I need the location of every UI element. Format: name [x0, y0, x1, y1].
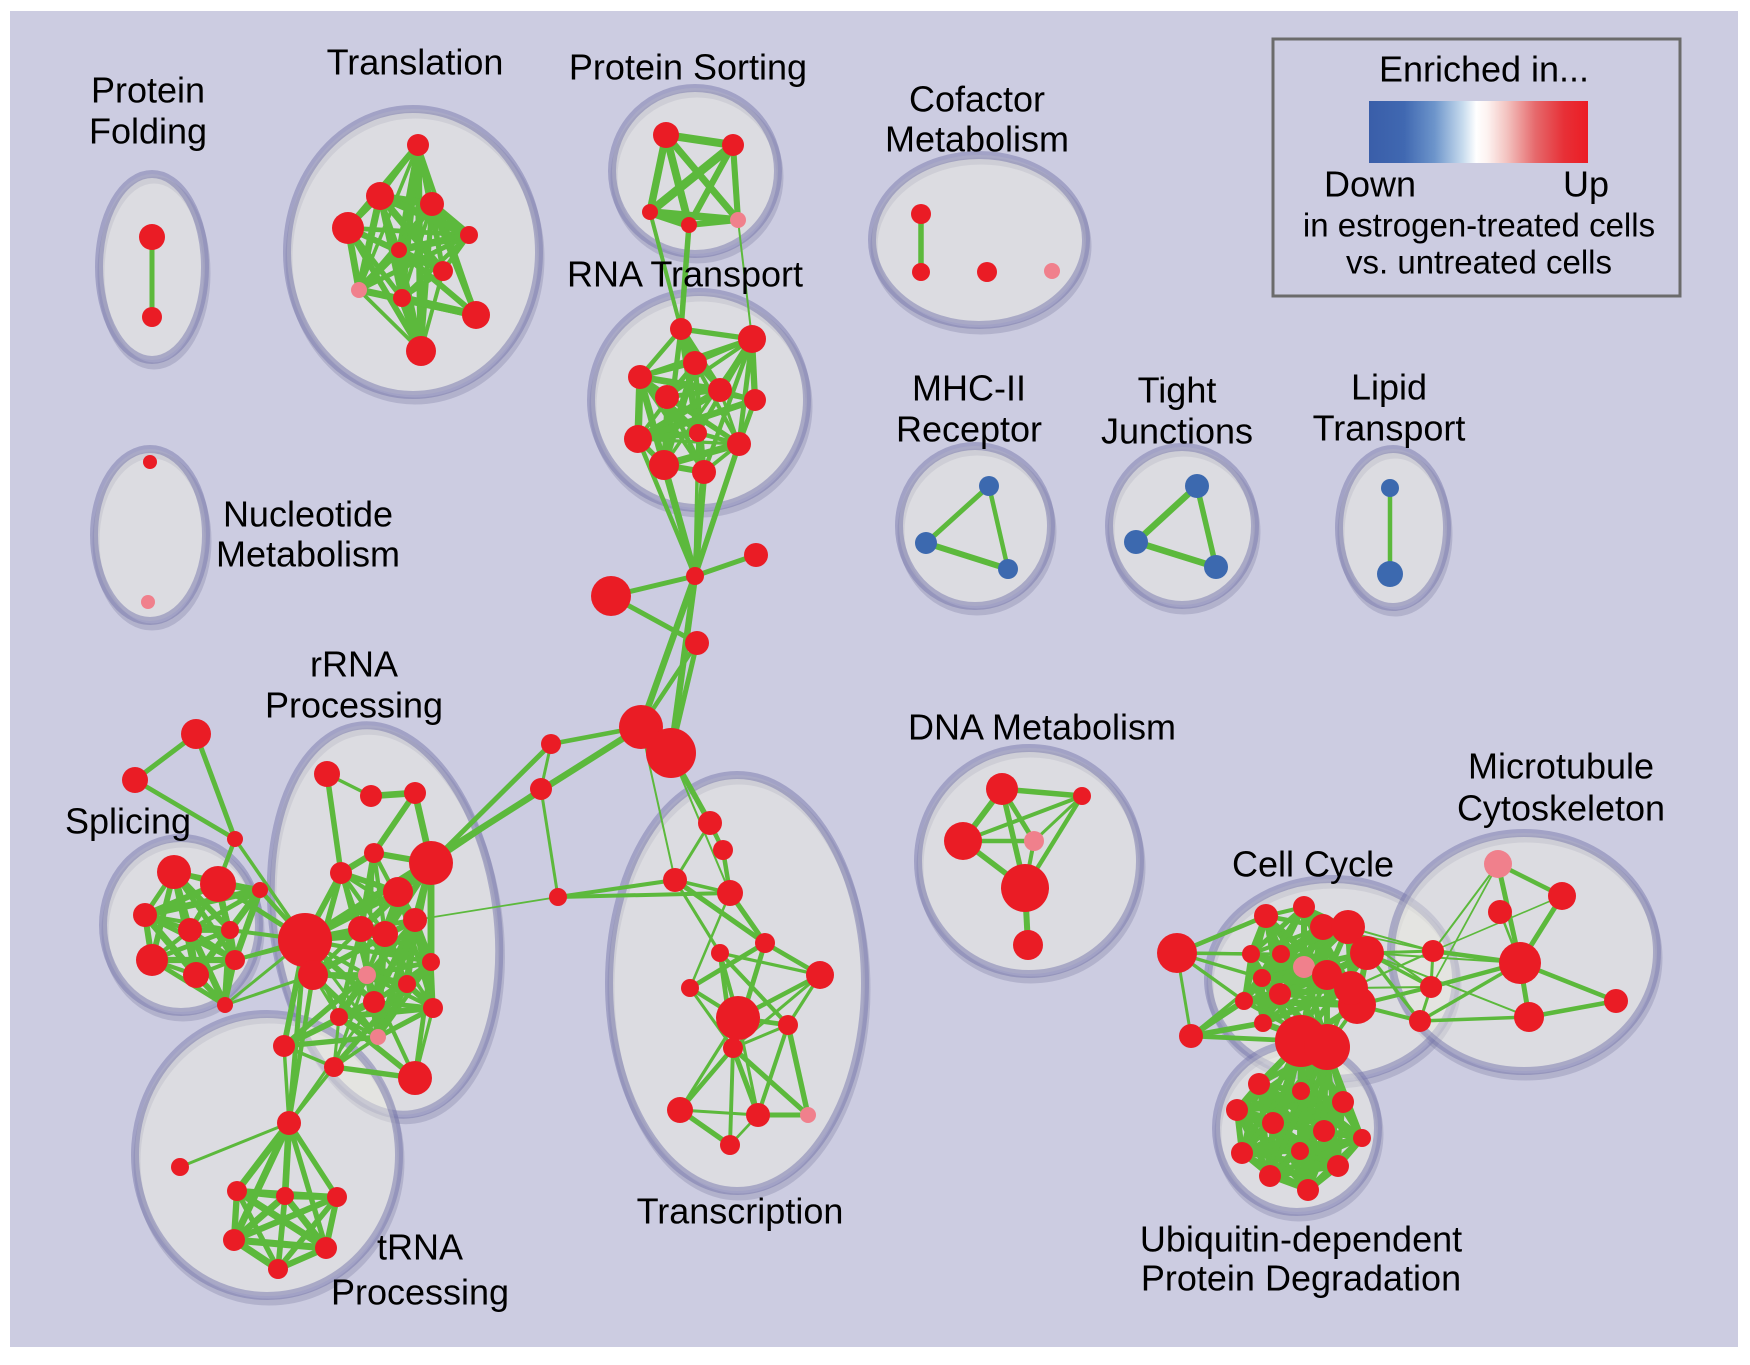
- svg-text:Transcription: Transcription: [637, 1191, 844, 1232]
- svg-text:DNA Metabolism: DNA Metabolism: [908, 707, 1176, 748]
- svg-text:Processing: Processing: [265, 685, 443, 726]
- svg-text:Splicing: Splicing: [65, 801, 191, 842]
- svg-text:MHC-II: MHC-II: [912, 368, 1026, 409]
- svg-text:Protein Degradation: Protein Degradation: [1141, 1258, 1461, 1299]
- svg-text:Protein: Protein: [91, 70, 205, 111]
- svg-text:in estrogen-treated cells: in estrogen-treated cells: [1303, 207, 1655, 244]
- svg-text:Tight: Tight: [1138, 370, 1217, 411]
- svg-text:Down: Down: [1324, 164, 1416, 205]
- svg-text:Cytoskeleton: Cytoskeleton: [1457, 788, 1665, 829]
- svg-text:Enriched in...: Enriched in...: [1379, 49, 1589, 90]
- svg-text:Translation: Translation: [327, 42, 504, 83]
- svg-text:Metabolism: Metabolism: [885, 119, 1069, 160]
- svg-text:Lipid: Lipid: [1351, 367, 1427, 408]
- svg-text:Folding: Folding: [89, 111, 207, 152]
- svg-text:Ubiquitin-dependent: Ubiquitin-dependent: [1140, 1219, 1462, 1260]
- svg-text:Protein Sorting: Protein Sorting: [569, 47, 807, 88]
- svg-text:Receptor: Receptor: [896, 409, 1042, 450]
- svg-text:Metabolism: Metabolism: [216, 534, 400, 575]
- svg-text:Up: Up: [1563, 164, 1609, 205]
- svg-text:Transport: Transport: [1313, 408, 1466, 449]
- svg-text:Processing: Processing: [331, 1272, 509, 1313]
- svg-text:RNA Transport: RNA Transport: [567, 254, 803, 295]
- svg-text:Junctions: Junctions: [1101, 411, 1253, 452]
- svg-text:Microtubule: Microtubule: [1468, 746, 1654, 787]
- svg-text:Nucleotide: Nucleotide: [223, 494, 393, 535]
- svg-text:vs. untreated cells: vs. untreated cells: [1346, 244, 1612, 281]
- svg-text:Cofactor: Cofactor: [909, 79, 1045, 120]
- svg-text:tRNA: tRNA: [377, 1227, 463, 1268]
- svg-text:rRNA: rRNA: [310, 644, 398, 685]
- svg-text:Cell Cycle: Cell Cycle: [1232, 844, 1394, 885]
